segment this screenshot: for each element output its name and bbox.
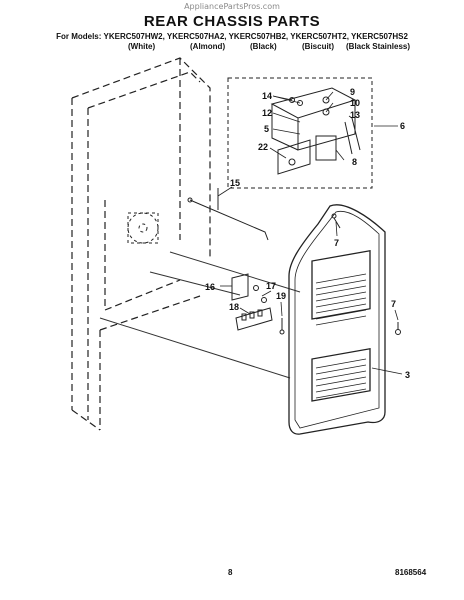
callout-14: 14 (262, 91, 272, 101)
callout-22: 22 (258, 142, 268, 152)
callout-18: 18 (229, 302, 239, 312)
color-label-white: (White) (128, 42, 156, 51)
page-title: REAR CHASSIS PARTS (143, 13, 321, 30)
callout-8: 8 (352, 157, 357, 167)
watermark: AppliancePartsPros.com (184, 2, 280, 11)
upper-vent-louvers (315, 273, 367, 326)
part-6-assembly-box (227, 77, 373, 189)
leader-lines (217, 91, 403, 375)
callout-13: 13 (350, 110, 360, 120)
cabinet-outline (71, 57, 211, 431)
page-number: 8 (228, 568, 233, 577)
color-label-biscuit: (Biscuit) (302, 42, 334, 51)
part-15-cable (187, 188, 269, 241)
callout-15: 15 (230, 178, 240, 188)
document-number: 8168564 (395, 568, 427, 577)
callout-7-top: 7 (334, 238, 339, 248)
callout-labels: 14 9 10 12 13 5 6 22 8 15 7 16 17 19 18 … (205, 87, 410, 380)
callout-10: 10 (350, 98, 360, 108)
callout-5: 5 (264, 124, 269, 134)
lower-vent-louvers (315, 358, 367, 399)
callout-19: 19 (276, 291, 286, 301)
part-7-screw-right (395, 322, 401, 335)
color-label-black: (Black) (250, 42, 277, 51)
callout-3: 3 (405, 370, 410, 380)
part-18-terminal-block (235, 297, 273, 331)
color-label-black-stainless: (Black Stainless) (346, 42, 411, 51)
callout-17: 17 (266, 281, 276, 291)
callout-9: 9 (350, 87, 355, 97)
models-line: For Models: YKERC507HW2, YKERC507HA2, YK… (56, 32, 408, 41)
callout-16: 16 (205, 282, 215, 292)
callout-7-right: 7 (391, 299, 396, 309)
color-label-almond: (Almond) (190, 42, 226, 51)
part-16-bracket (231, 273, 259, 301)
callout-6: 6 (400, 121, 405, 131)
part-7-screw-top (331, 213, 341, 229)
color-labels: (White) (Almond) (Black) (Biscuit) (Blac… (0, 42, 464, 54)
callout-12: 12 (262, 108, 272, 118)
part-19-screw (279, 318, 285, 335)
cabinet-back-fan (127, 212, 159, 244)
part-6-internals (270, 87, 361, 175)
part-3-rear-panel (288, 204, 386, 435)
